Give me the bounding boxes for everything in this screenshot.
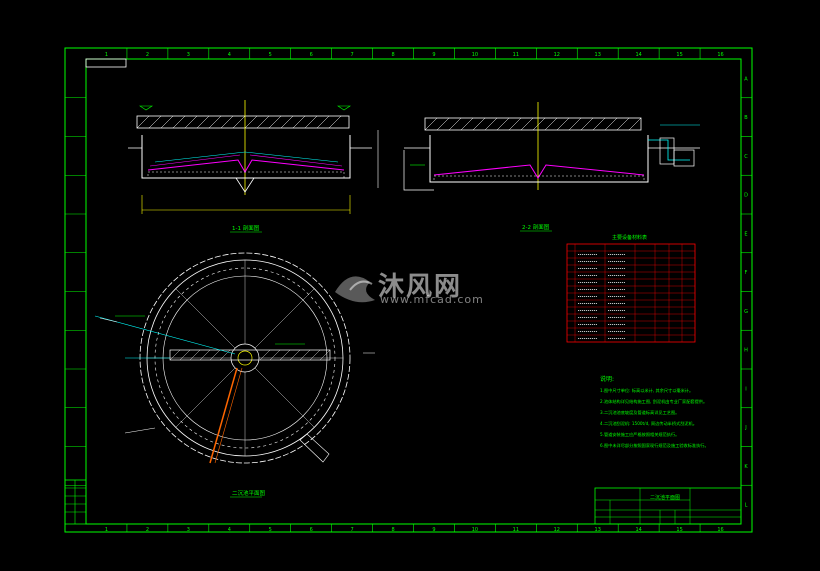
grid-column-label: 16: [717, 52, 723, 58]
grid-column-label: 10: [472, 52, 478, 58]
grid-column-label: 8: [391, 527, 394, 533]
note-line: 6.图中未详尽部分按照国家现行规范及施工验收标准执行。: [600, 442, 709, 449]
grid-column-label: 9: [432, 52, 435, 58]
grid-column-label: 8: [391, 52, 394, 58]
grid-column-label: 13: [595, 52, 601, 58]
grid-column-label: 5: [269, 527, 272, 533]
grid-row-label: J: [744, 425, 746, 431]
grid-column-label: 5: [269, 52, 272, 58]
equipment-table-title: 主要设备材料表: [612, 234, 647, 241]
grid-column-label: 1: [105, 52, 108, 58]
plan-view-title: 二沉池平面图: [232, 489, 266, 497]
notes-heading: 说明:: [600, 375, 614, 383]
left-signature-strip: [64, 479, 87, 525]
grid-column-label: 4: [228, 52, 231, 58]
grid-row-label: D: [744, 193, 748, 199]
grid-column-label: 16: [717, 527, 723, 533]
plan-view-drawing: [94, 252, 375, 464]
grid-column-label: 10: [472, 527, 478, 533]
grid-column-label: 7: [351, 52, 354, 58]
grid-row-label: H: [744, 348, 748, 354]
grid-column-label: 15: [676, 52, 682, 58]
note-line: 1.图中尺寸单位: 标高以米计, 其余尺寸以毫米计。: [600, 387, 693, 394]
grid-row-label: C: [744, 154, 748, 160]
grid-column-label: 9: [432, 527, 435, 533]
grid-row-label: K: [744, 464, 748, 470]
grid-row-label: A: [744, 76, 748, 82]
grid-row-label: E: [744, 231, 747, 237]
grid-column-label: 4: [228, 527, 231, 533]
grid-column-label: 7: [351, 527, 354, 533]
mfcad-logo-icon: [335, 276, 375, 303]
note-line: 2.池体结构详见结构施工图, 刮泥机由专业厂家配套提供。: [600, 398, 707, 405]
note-line: 4.二沉池刮泥机: 1500t/d, 周边传动半桥式刮泥机。: [600, 420, 697, 427]
title-block-name: 二沉池平面图: [650, 494, 680, 501]
grid-column-label: 14: [635, 527, 641, 533]
grid-row-label: F: [745, 270, 748, 276]
title-block: [594, 487, 742, 525]
equipment-table: [566, 243, 696, 343]
section-1-1-drawing: [128, 100, 379, 214]
grid-column-label: 15: [676, 527, 682, 533]
grid-column-label: 11: [513, 52, 519, 58]
grid-row-labels: A B C D E F G H I J K L: [65, 76, 752, 509]
watermark-url: www.mfcad.com: [380, 293, 484, 306]
grid-column-label: 1: [105, 527, 108, 533]
watermark-brand: 沐风网: [378, 272, 463, 302]
note-line: 5.管道安装施工应严格按照相关规范执行。: [600, 431, 679, 438]
grid-column-label: 14: [635, 52, 641, 58]
grid-column-label: 13: [595, 527, 601, 533]
grid-row-label: B: [744, 115, 748, 121]
grid-column-label: 2: [146, 527, 149, 533]
grid-column-label: 12: [554, 527, 560, 533]
grid-column-label: 6: [310, 52, 313, 58]
grid-column-label: 6: [310, 527, 313, 533]
section-2-2-title: 2-2 剖面图: [522, 223, 550, 231]
section-2-2-drawing: [403, 102, 700, 191]
corner-tab: [85, 58, 127, 68]
grid-column-label: 11: [513, 527, 519, 533]
grid-column-label: 3: [187, 52, 190, 58]
grid-column-label: 12: [554, 52, 560, 58]
grid-column-label: 2: [146, 52, 149, 58]
outer-frame: [64, 47, 753, 533]
section-1-1-title: 1-1 剖面图: [232, 224, 260, 232]
note-line: 3.二沉池池底坡度及管道标高详见工艺图。: [600, 409, 679, 416]
notes-block: 1.图中尺寸单位: 标高以米计, 其余尺寸以毫米计。 2.池体结构详见结构施工图,…: [600, 387, 709, 449]
grid-row-label: L: [745, 503, 748, 509]
grid-row-label: I: [745, 386, 746, 392]
grid-column-label: 3: [187, 527, 190, 533]
grid-row-label: G: [744, 309, 748, 315]
